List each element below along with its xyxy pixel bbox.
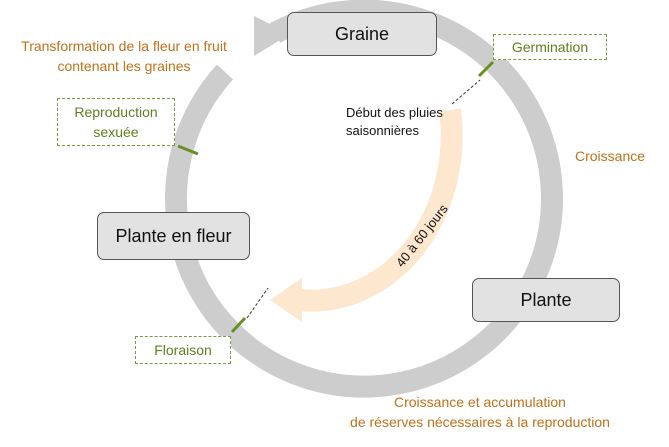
phase-growth-storage-line2: de réserves nécessaires à la reproductio…: [350, 414, 610, 430]
phase-fruit-formation-line2: contenant les graines: [57, 58, 191, 74]
rain-start-connector: [451, 79, 481, 105]
germination-tick: [477, 60, 495, 78]
rainy-season-arc: [298, 108, 463, 312]
stage-box-seed: Graine: [287, 12, 437, 56]
stage-box-flowering-plant: Plante en fleur: [97, 212, 250, 260]
event-flowering: Floraison: [135, 336, 231, 364]
phase-growth: Croissance: [560, 146, 660, 166]
phase-fruit-formation-line1: Transformation de la fleur en fruit: [21, 38, 227, 54]
event-germination: Germination: [493, 34, 607, 60]
cycle-arrowhead: [254, 16, 290, 56]
event-reproduction-line2: sexuée: [93, 124, 139, 140]
event-germination-text: Germination: [511, 39, 589, 55]
rain-start-line1: Début des pluies: [346, 105, 443, 120]
stage-label-flowering-plant: Plante en fleur: [115, 225, 232, 246]
event-reproduction-line1: Reproduction: [74, 104, 158, 120]
stage-label-seed: Graine: [334, 23, 390, 44]
phase-growth-text: Croissance: [574, 148, 646, 164]
event-flowering-text: Floraison: [154, 342, 212, 358]
rain-start-line2: saisonnières: [346, 123, 419, 138]
flowering-connector: [246, 287, 269, 319]
rain-start-label: Début des pluies saisonnières: [346, 104, 443, 140]
event-reproduction: Reproduction sexuée: [57, 98, 175, 146]
phase-fruit-formation: Transformation de la fleur en fruit cont…: [4, 36, 244, 76]
phase-growth-and-storage: Croissance et accumulation de réserves n…: [350, 392, 610, 432]
stage-box-plant: Plante: [472, 278, 620, 322]
flowering-tick: [230, 316, 247, 334]
reproduction-tick: [177, 144, 199, 156]
stage-label-plant: Plante: [520, 289, 572, 310]
rainy-season-arrowhead: [270, 278, 302, 322]
phase-growth-storage-line1: Croissance et accumulation: [394, 394, 566, 410]
